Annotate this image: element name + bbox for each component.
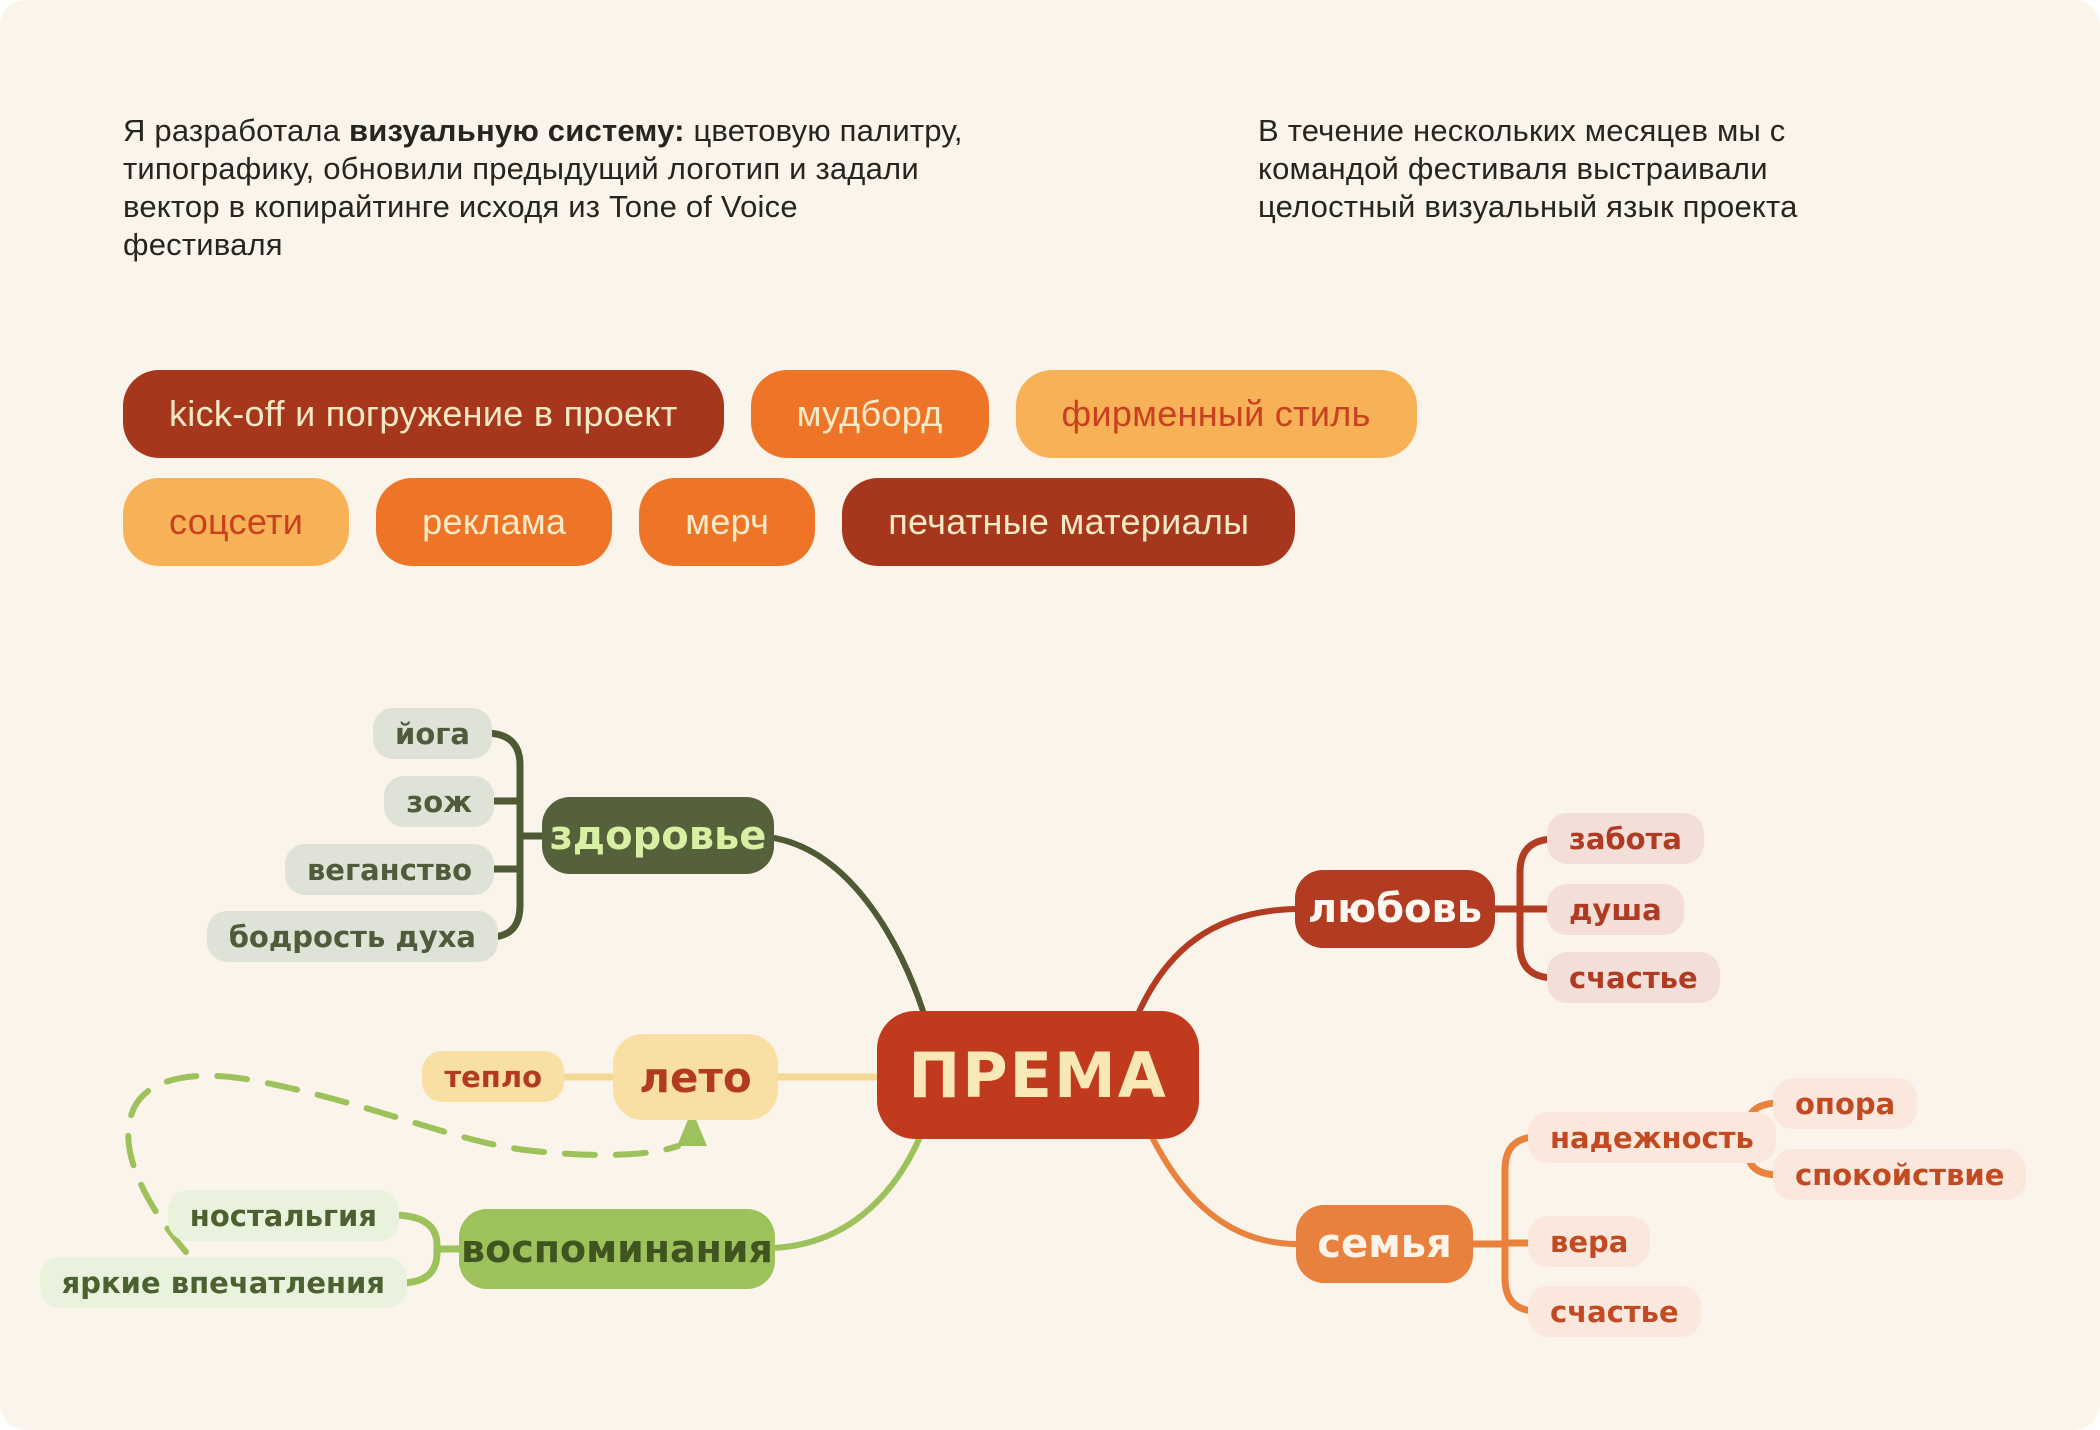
tag-moodboard: мудборд: [750, 370, 989, 458]
node-nostalgiya: ностальгия: [167, 1190, 399, 1241]
node-yoga: йога: [373, 708, 492, 759]
line-zdorovye-spine: [481, 729, 524, 941]
node-schastye-family: счастье: [1528, 1286, 1701, 1337]
intro-left-paragraph: Я разработала визуальную систему: цветов…: [123, 112, 963, 264]
dashed-link-path: [125, 1072, 681, 1255]
node-leto: лето: [613, 1034, 778, 1120]
intro-left-bold: визуальную систему:: [348, 113, 685, 148]
node-bodrost-dukha: бодрость духа: [206, 911, 498, 962]
node-veganstvo: веганство: [284, 844, 494, 895]
tag-print-materials: печатные материалы: [842, 478, 1296, 566]
process-tags: kick-off и погружение в проект мудборд ф…: [123, 370, 1623, 566]
intro-right-paragraph: В течение нескольких месяцев мы с команд…: [1258, 113, 1798, 224]
dashed-link-arrowhead: [677, 1110, 707, 1146]
node-teplo: тепло: [422, 1051, 564, 1102]
intro-left-text: Я разработала: [123, 113, 349, 148]
node-zdorovye: здоровье: [542, 797, 774, 874]
line-zdorovye-prema: [771, 835, 927, 1017]
line-prema-lyubov: [1135, 906, 1301, 1017]
tag-merch: мерч: [639, 478, 816, 566]
tag-social-media: соцсети: [123, 478, 350, 566]
tag-advertising: реклама: [376, 478, 613, 566]
node-schastye-love: счастье: [1547, 952, 1720, 1003]
tag-kickoff: kick-off и погружение в проект: [123, 370, 724, 458]
node-vera: вера: [1528, 1216, 1651, 1267]
line-vospominaniya-spine: [388, 1211, 441, 1287]
intro-left-text-rest: цветовую палитру, типографику, обновили …: [123, 113, 963, 262]
node-dusha: душа: [1547, 884, 1684, 935]
node-yarkie-vpechatleniya: яркие впечатления: [39, 1257, 407, 1308]
node-nadezhnost: надежность: [1528, 1112, 1776, 1163]
node-zozh: зож: [384, 776, 494, 827]
line-semya-spine: [1501, 1133, 1541, 1315]
node-lyubov: любовь: [1295, 870, 1495, 948]
node-spokoystvie: спокойствие: [1773, 1149, 2027, 1200]
tag-brand-style: фирменный стиль: [1015, 370, 1417, 458]
node-semya: семья: [1296, 1205, 1473, 1283]
node-opora: опора: [1773, 1078, 1918, 1129]
line-vospominaniya-prema: [769, 1134, 923, 1251]
line-prema-semya: [1149, 1134, 1303, 1248]
tags-row-2: соцсети реклама мерч печатные материалы: [123, 478, 1623, 566]
node-zabota: забота: [1547, 813, 1704, 864]
tags-row-1: kick-off и погружение в проект мудборд ф…: [123, 370, 1623, 458]
node-vospominaniya: воспоминания: [459, 1209, 775, 1289]
node-prema: ПРЕМА: [877, 1011, 1199, 1139]
